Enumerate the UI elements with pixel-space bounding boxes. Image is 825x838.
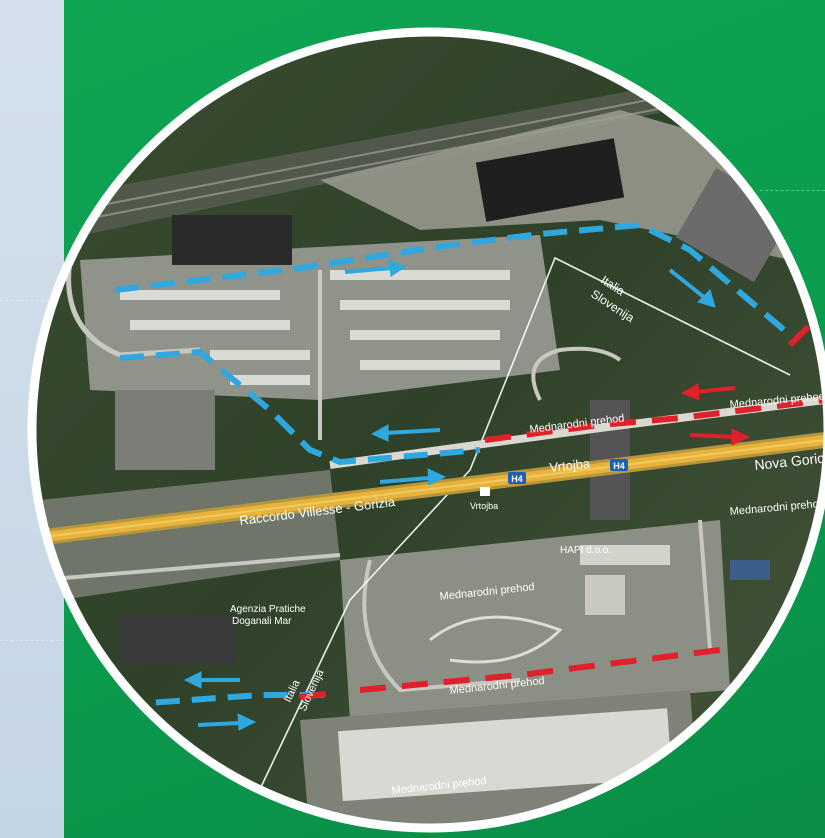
h4-shield-a: H4 [508,472,526,484]
building-small-white [585,575,625,615]
red-arrow-right [689,428,751,446]
h4-label-a: H4 [511,474,523,484]
building-hapi [580,545,670,565]
blue-arrows [183,259,716,731]
circular-frame [27,27,825,833]
building-large-bottom [337,708,673,802]
blue-arrow-right-top [344,259,407,277]
building-blue [730,560,770,580]
route-red-dashed [299,322,825,700]
red-arrow-left [680,383,736,401]
border-line [249,256,791,811]
h4-label-b: H4 [613,461,625,471]
label-vrtojba-small: Vrtojba [470,501,498,511]
label-vrtojba: Vrtojba [549,456,592,475]
blue-arrow-right-bottom [197,713,257,731]
blue-arrow-right-middle [379,468,447,486]
h4-shield-b: H4 [610,459,628,471]
red-arrows [680,383,751,446]
blue-arrow-down-right [668,268,716,308]
label-hapi: HAPI d.o.o. [560,545,611,556]
label-agenzia-line2: Doganali Mar [232,616,292,627]
building-agency [120,615,235,665]
guide-line-right-top [760,190,825,191]
guide-line-left-bottom [0,640,64,641]
guide-line-left [0,300,64,301]
vrtojba-poi: Vrtojba [470,487,498,511]
label-agenzia-line1: Agenzia Pratiche [230,604,306,615]
blue-arrow-left-middle [370,424,441,442]
building-customs [115,390,215,470]
building-hall-top [475,138,625,222]
blue-arrow-left-bottom [183,671,240,689]
building-warehouse-top [172,215,292,265]
